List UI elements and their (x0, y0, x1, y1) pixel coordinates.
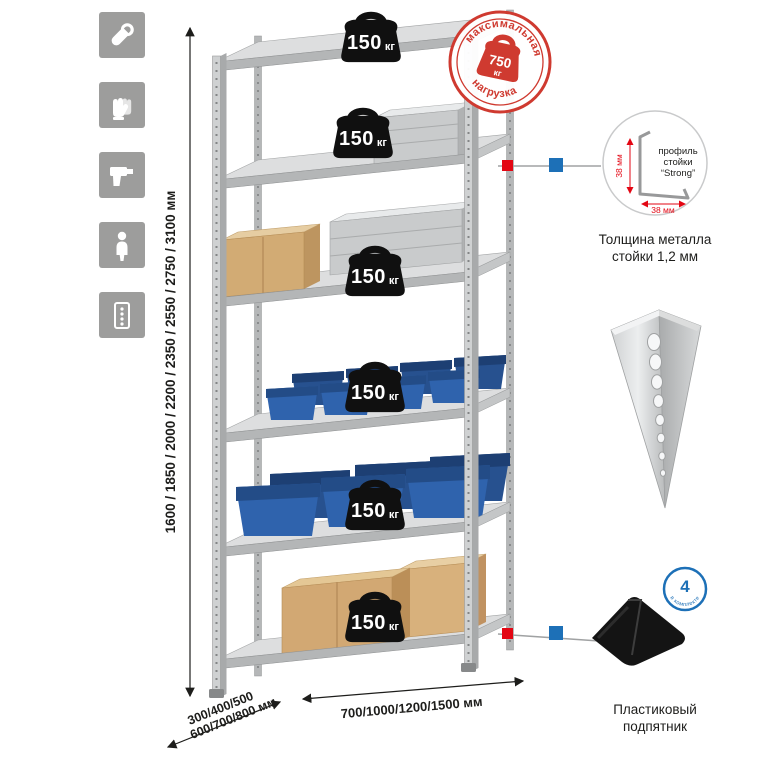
toolbar-icon-drill (99, 152, 145, 198)
blue-marker-square (549, 626, 563, 640)
profile-caption-line2: стойки 1,2 мм (611, 249, 699, 264)
shelf-load-value: 150 (351, 499, 386, 522)
foot-caption: Пластиковый подпятник (560, 701, 750, 735)
kit-count-value: 4 (680, 577, 690, 596)
perforation-holes (647, 333, 667, 477)
person-icon (116, 231, 128, 261)
rack-foot (461, 663, 476, 672)
stamp-load-unit: кг (493, 67, 503, 78)
width-dimension-line (301, 676, 525, 704)
red-marker-square (502, 160, 513, 171)
shelf-load-unit: кг (384, 40, 395, 53)
angle-post-image (610, 309, 702, 509)
shelf-load-unit: кг (388, 620, 399, 633)
weight-icon (345, 479, 405, 531)
profile-dim-horizontal: 38 мм (651, 205, 675, 215)
foot-caption-line1: Пластиковый (613, 702, 697, 717)
toolbar-icon-rack (99, 292, 145, 338)
profile-label-3: “Strong” (661, 168, 695, 179)
toolbar-icon-gloves (99, 82, 145, 128)
weight-icon (341, 11, 401, 63)
shelf-load-value: 150 (347, 31, 382, 54)
profile-caption: Толщина металла стойки 1,2 мм (560, 231, 750, 265)
post-profile-diagram: 38 мм 38 мм профиль стойки “Strong” (602, 110, 708, 216)
weight-icon (476, 34, 521, 83)
weight-icon (345, 361, 405, 413)
profile-label-2: стойки (663, 157, 692, 168)
red-marker-square (502, 628, 513, 639)
kit-count-badge: 4 в комплекте (662, 566, 708, 612)
profile-caption-line1: Толщина металла (598, 232, 712, 247)
shelf-load-value: 150 (351, 265, 386, 288)
shelf-load-value: 150 (351, 611, 386, 634)
drill-icon (110, 167, 133, 186)
callout-connectors (497, 158, 601, 642)
shelf-load-unit: кг (388, 390, 399, 403)
gloves-icon (113, 98, 132, 120)
max-load-stamp: максимальная нагрузка 750 кг (438, 0, 561, 123)
width-dimension-label: 700/1000/1200/1500 мм (340, 694, 483, 721)
toolbar-icon-person (99, 222, 145, 268)
blue-marker-square (549, 158, 563, 172)
rack-icon (114, 302, 130, 329)
cardboard-box (221, 223, 321, 298)
weight-icon (345, 591, 405, 643)
shelf-load-value: 150 (351, 381, 386, 404)
profile-label-1: профиль (658, 146, 697, 157)
profile-cross-section (638, 130, 690, 200)
shelf-load-unit: кг (388, 508, 399, 521)
height-dimension-label: 1600 / 1850 / 2000 / 2200 / 2350 / 2550 … (163, 191, 178, 534)
wrench-icon (111, 23, 134, 46)
foot-caption-line2: подпятник (622, 719, 688, 734)
plastic-foot-image (592, 597, 685, 666)
rack-foot (209, 689, 224, 698)
toolbar-icon-wrench (99, 12, 145, 58)
shelf-load-unit: кг (388, 274, 399, 287)
rack-back-posts (254, 9, 514, 677)
shelf-load-unit: кг (376, 136, 387, 149)
weight-icon (345, 245, 405, 297)
profile-dim-vertical: 38 мм (614, 154, 624, 178)
stamp-load-value: 750 (488, 52, 513, 71)
rack-front-posts (209, 27, 479, 698)
depth-dimension-line (166, 700, 282, 749)
shelf-load-value: 150 (339, 127, 374, 150)
weight-icon (333, 107, 393, 159)
